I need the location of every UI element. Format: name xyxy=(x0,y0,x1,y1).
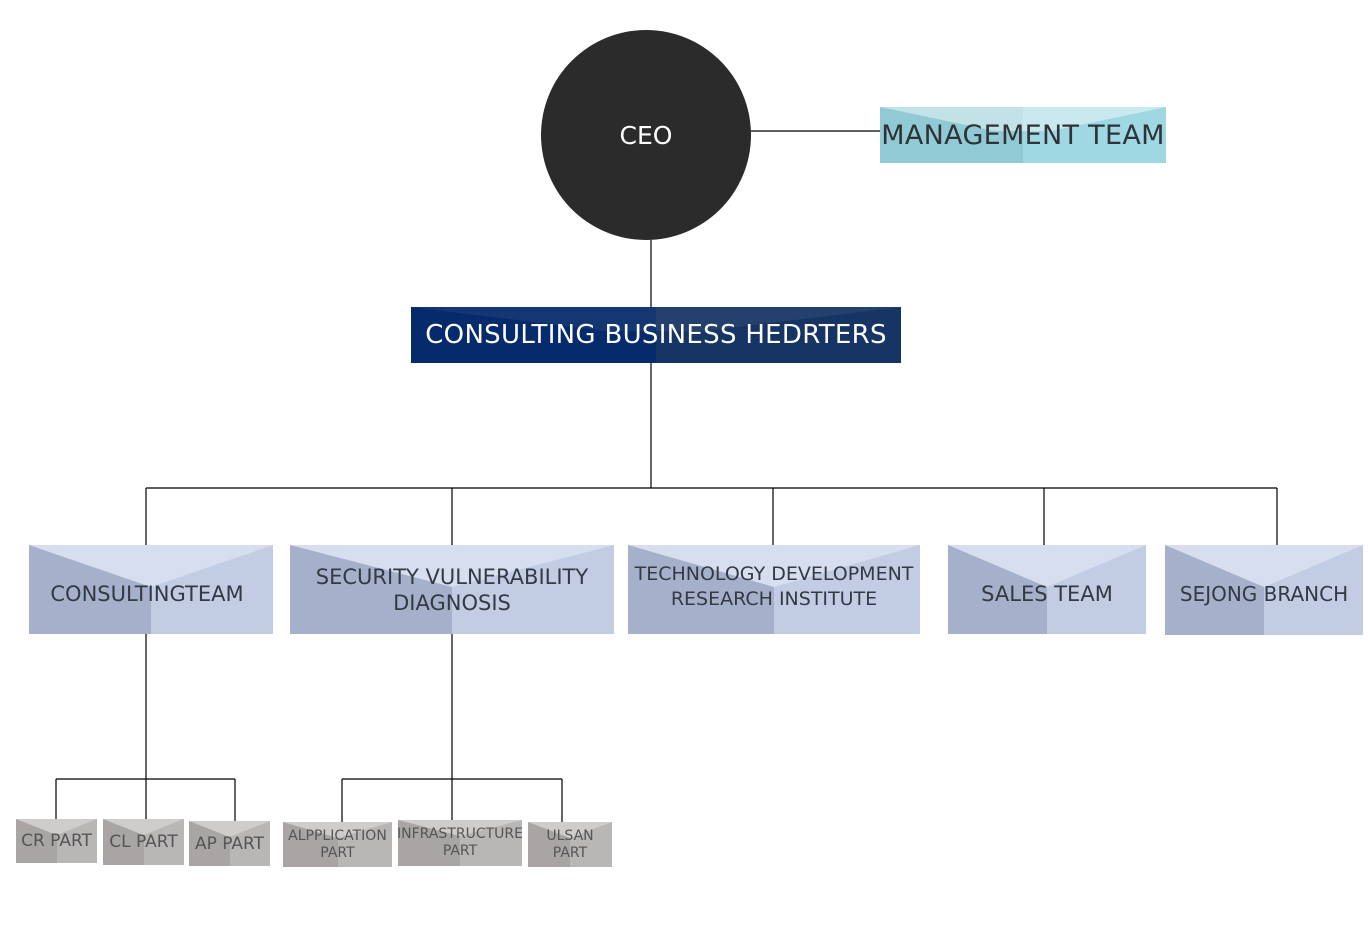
part-application-node: ALPPLICATION PART xyxy=(283,822,392,867)
part-cl-label: CL PART xyxy=(109,832,178,852)
part-application-label: ALPPLICATION PART xyxy=(288,827,387,861)
part-ap-node: AP PART xyxy=(189,821,270,866)
part-ulsan-label: ULSAN PART xyxy=(546,827,594,861)
team-technology-label: TECHNOLOGY DEVELOPMENT RESEARCH INSTITUT… xyxy=(634,562,914,610)
team-technology-node: TECHNOLOGY DEVELOPMENT RESEARCH INSTITUT… xyxy=(628,545,920,634)
headquarters-node: CONSULTING BUSINESS HEDRTERS xyxy=(411,307,901,363)
team-sales-node: SALES TEAM xyxy=(948,545,1146,634)
part-cr-label: CR PART xyxy=(21,831,92,851)
part-infrastructure-label: INFRASTRUCTURE PART xyxy=(398,826,522,859)
part-ap-label: AP PART xyxy=(194,833,265,854)
headquarters-label: CONSULTING BUSINESS HEDRTERS xyxy=(425,320,887,350)
ceo-label: CEO xyxy=(619,120,673,150)
team-sejong-label: SEJONG BRANCH xyxy=(1179,582,1349,606)
ceo-node: CEO xyxy=(541,30,751,240)
team-sejong-node: SEJONG BRANCH xyxy=(1165,545,1363,635)
team-consulting-label: CONSULTINGTEAM xyxy=(50,581,244,606)
management-team-node: MANAGEMENT TEAM xyxy=(880,107,1166,163)
team-security-node: SECURITY VULNERABILITY DIAGNOSIS xyxy=(290,545,614,634)
part-infrastructure-node: INFRASTRUCTURE PART xyxy=(398,820,522,866)
part-cl-node: CL PART xyxy=(103,819,184,865)
team-consulting-node: CONSULTINGTEAM xyxy=(29,545,273,634)
team-sales-label: SALES TEAM xyxy=(981,581,1113,606)
management-team-label: MANAGEMENT TEAM xyxy=(881,119,1165,151)
part-cr-node: CR PART xyxy=(16,819,97,863)
part-ulsan-node: ULSAN PART xyxy=(528,822,612,867)
team-security-label: SECURITY VULNERABILITY DIAGNOSIS xyxy=(315,564,589,615)
